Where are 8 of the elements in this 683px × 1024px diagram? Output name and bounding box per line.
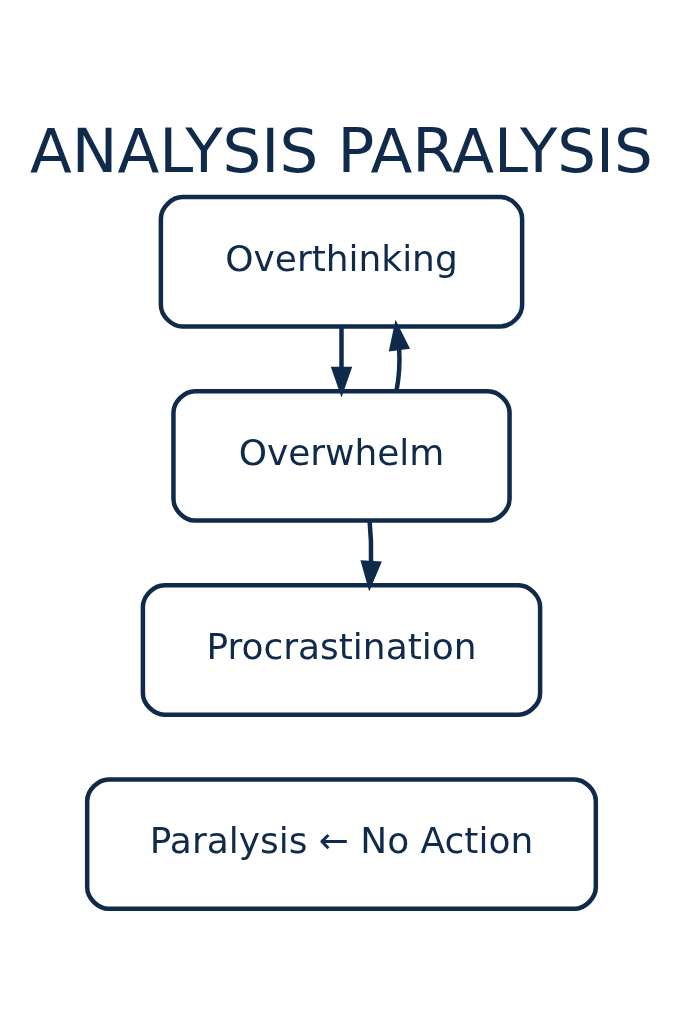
node-box: Overthinking — [158, 194, 525, 329]
arrow — [388, 319, 410, 391]
node-box: Paralysis ← No Action — [84, 776, 599, 911]
node-box: Overwhelm — [171, 388, 512, 523]
diagram-title: ANALYSIS PARALYSIS — [30, 114, 653, 186]
arrow — [330, 326, 353, 397]
node-box: Procrastination — [140, 582, 543, 717]
arrow — [360, 519, 382, 591]
